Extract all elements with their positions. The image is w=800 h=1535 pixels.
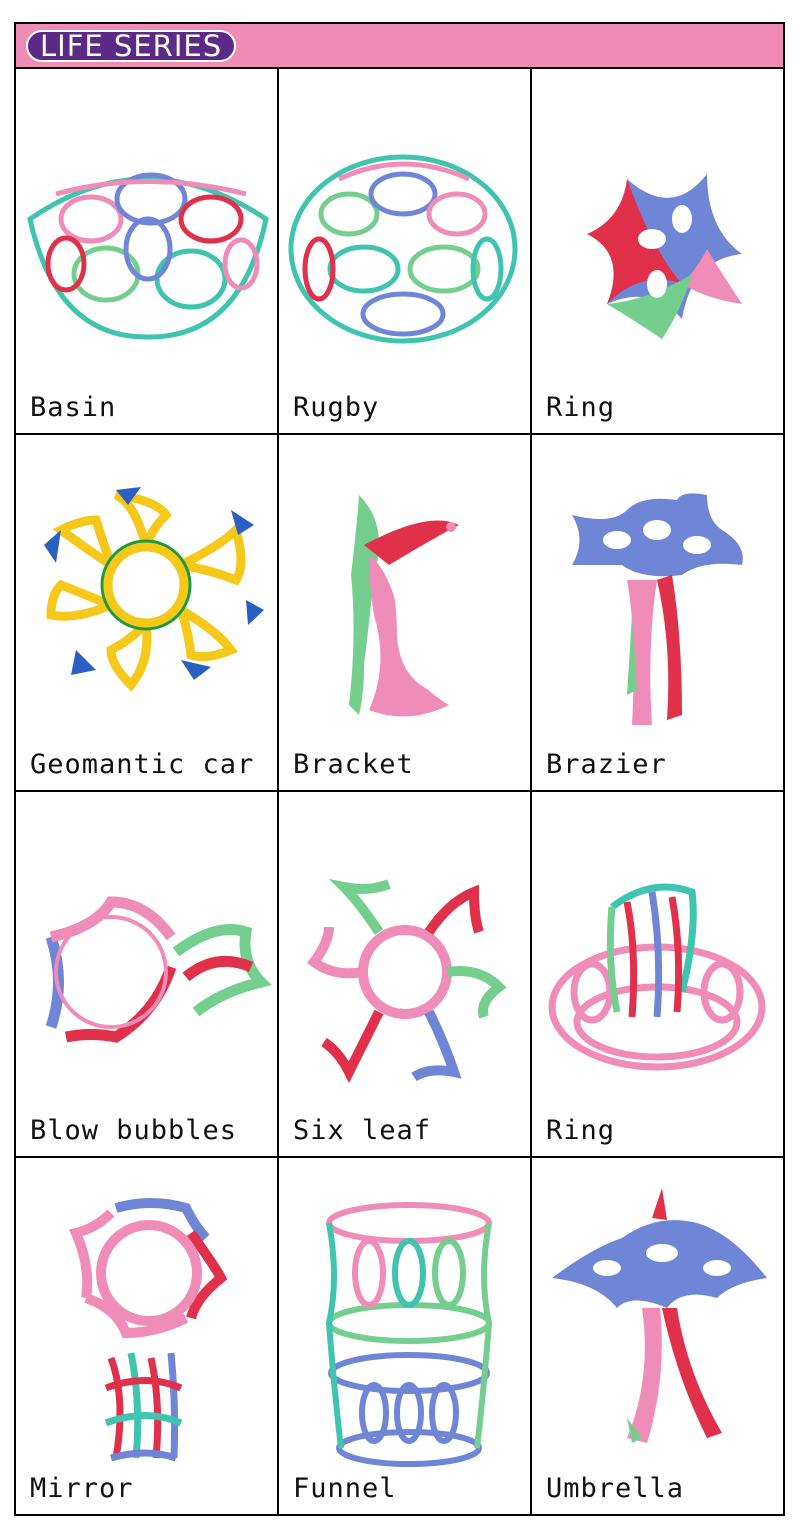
umbrella-model-icon (552, 1188, 767, 1443)
product-label: Mirror (30, 1473, 134, 1504)
product-cell-umbrella: Umbrella (532, 1158, 783, 1514)
product-cell-six-leaf: Six leaf (279, 792, 532, 1158)
blow-bubbles-model-icon (45, 896, 272, 1043)
product-label: Basin (30, 392, 117, 423)
product-cell-geomantic-car: Geomantic car (16, 435, 279, 792)
product-label: Geomantic car (30, 749, 255, 780)
mirror-model-icon (69, 1198, 228, 1462)
bracket-model-icon (349, 495, 459, 717)
series-header: LIFE SERIES (16, 24, 783, 69)
product-label: Rugby (293, 392, 380, 423)
six-leaf-model-icon (306, 878, 507, 1084)
ring-model-icon (587, 174, 742, 339)
rugby-model-icon (288, 154, 518, 344)
product-sheet: LIFE SERIES Basin (14, 22, 785, 1516)
product-cell-ring-2: Ring (532, 792, 783, 1158)
product-label: Ring (546, 392, 616, 423)
product-cell-bracket: Bracket (279, 435, 532, 792)
series-title: LIFE SERIES (26, 30, 237, 62)
product-label: Bracket (293, 749, 414, 780)
product-cell-mirror: Mirror (16, 1158, 279, 1514)
basin-model-icon (27, 172, 269, 340)
brazier-model-icon (572, 493, 743, 725)
product-label: Blow bubbles (30, 1115, 238, 1146)
geomantic-car-model-icon (44, 487, 264, 692)
ring-model-icon (548, 883, 766, 1071)
product-label: Brazier (546, 749, 667, 780)
product-grid: Basin Rugby (16, 69, 783, 1514)
funnel-model-icon (325, 1202, 493, 1467)
product-label: Ring (546, 1115, 616, 1146)
product-cell-basin: Basin (16, 69, 279, 435)
product-cell-ring: Ring (532, 69, 783, 435)
product-cell-rugby: Rugby (279, 69, 532, 435)
product-label: Six leaf (293, 1115, 432, 1146)
product-label: Funnel (293, 1473, 397, 1504)
product-label: Umbrella (546, 1473, 685, 1504)
product-cell-blow-bubbles: Blow bubbles (16, 792, 279, 1158)
product-cell-brazier: Brazier (532, 435, 783, 792)
product-cell-funnel: Funnel (279, 1158, 532, 1514)
